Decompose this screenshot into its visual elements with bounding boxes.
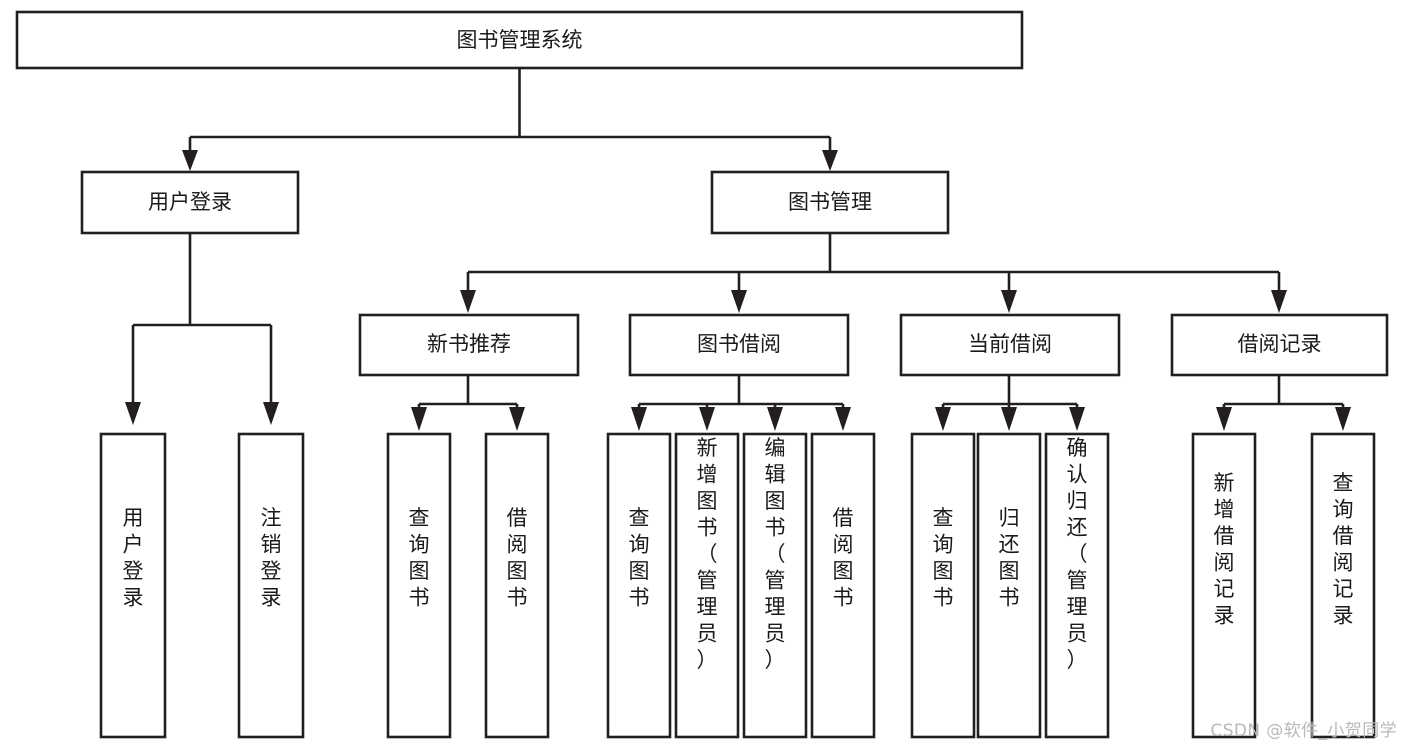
- node-new-book-rec-label: 新书推荐: [427, 332, 511, 356]
- node-leaf-query-book-3[interactable]: 查询图书: [910, 432, 976, 739]
- arrowhead-leaf-user-login: [125, 402, 141, 425]
- arrowhead-leaf-add-book: [699, 407, 715, 431]
- arrowhead-leaf-borrow-book-1: [509, 407, 525, 431]
- node-leaf-borrow-book-2-label: 借阅图书: [833, 506, 854, 610]
- node-leaf-borrow-book-1-label: 借阅图书: [507, 506, 528, 610]
- node-leaf-edit-book-box[interactable]: [742, 432, 808, 739]
- node-leaf-return-book-label: 归还图书: [999, 506, 1020, 610]
- node-leaf-borrow-book-2-box[interactable]: [810, 432, 876, 739]
- arrowhead-leaf-user-logout: [263, 402, 279, 425]
- node-leaf-query-record-box[interactable]: [1310, 432, 1376, 739]
- node-leaf-query-record[interactable]: 查询借阅记录: [1310, 432, 1376, 739]
- arrowhead-new-book-rec: [460, 290, 476, 313]
- arrowhead-book-borrow: [731, 290, 747, 313]
- node-leaf-return-book[interactable]: 归还图书: [976, 432, 1042, 739]
- arrowhead-leaf-edit-book: [767, 407, 783, 431]
- node-leaf-user-login[interactable]: 用户登录: [99, 432, 167, 739]
- arrowhead-current-borrow: [1001, 290, 1017, 313]
- node-leaf-query-book-1-label: 查询图书: [409, 506, 430, 610]
- node-current-borrow[interactable]: 当前借阅: [899, 313, 1121, 377]
- node-borrow-record-label: 借阅记录: [1238, 332, 1322, 356]
- node-leaf-add-record-box[interactable]: [1191, 432, 1257, 739]
- arrowhead-book-manage: [822, 150, 838, 171]
- node-leaf-return-book-box[interactable]: [976, 432, 1042, 739]
- node-new-book-rec-box[interactable]: [358, 313, 580, 377]
- arrowhead-leaf-confirm-return: [1069, 407, 1085, 431]
- arrowhead-leaf-borrow-book-2: [835, 407, 851, 431]
- node-leaf-query-book-2-label: 查询图书: [629, 506, 650, 610]
- node-root[interactable]: 图书管理系统: [15, 10, 1024, 70]
- node-current-borrow-box[interactable]: [899, 313, 1121, 377]
- arrowhead-leaf-return-book: [1001, 407, 1017, 431]
- arrowhead-leaf-query-record: [1335, 407, 1351, 431]
- node-leaf-query-book-3-label: 查询图书: [933, 506, 954, 610]
- node-user-login[interactable]: 用户登录: [80, 170, 300, 235]
- node-leaf-query-book-2-box[interactable]: [606, 432, 672, 739]
- node-leaf-user-logout-box[interactable]: [237, 432, 305, 739]
- node-leaf-confirm-return-box[interactable]: [1044, 432, 1110, 739]
- node-leaf-add-book-box[interactable]: [674, 432, 740, 739]
- csdn-watermark: CSDN @软件_小贺同学: [1210, 721, 1397, 741]
- node-leaf-add-record[interactable]: 新增借阅记录: [1191, 432, 1257, 739]
- node-book-manage-box[interactable]: [710, 170, 950, 235]
- node-leaf-borrow-book-1-box[interactable]: [484, 432, 550, 739]
- node-leaf-query-book-2[interactable]: 查询图书: [606, 432, 672, 739]
- node-leaf-user-logout-label: 注销登录: [261, 506, 282, 610]
- arrowhead-leaf-query-book-1: [411, 407, 427, 431]
- node-leaf-add-book-label: 新增图书（管理员）: [697, 436, 718, 672]
- arrowhead-leaf-add-record: [1216, 407, 1232, 431]
- node-leaf-user-login-box[interactable]: [99, 432, 167, 739]
- arrowhead-leaf-query-book-2: [631, 407, 647, 431]
- node-leaf-query-record-label: 查询借阅记录: [1333, 471, 1354, 628]
- node-root-label: 图书管理系统: [457, 28, 583, 52]
- node-user-login-box[interactable]: [80, 170, 300, 235]
- node-leaf-confirm-return-label: 确认归还（管理员）: [1067, 436, 1088, 672]
- node-new-book-rec[interactable]: 新书推荐: [358, 313, 580, 377]
- node-borrow-record[interactable]: 借阅记录: [1170, 313, 1389, 377]
- node-book-borrow-label: 图书借阅: [697, 332, 781, 356]
- node-leaf-user-login-label: 用户登录: [123, 506, 144, 610]
- node-root-box[interactable]: [15, 10, 1024, 70]
- node-leaf-query-book-3-box[interactable]: [910, 432, 976, 739]
- node-leaf-edit-book-label: 编辑图书（管理员）: [765, 436, 786, 672]
- arrowhead-borrow-record: [1271, 290, 1287, 313]
- node-borrow-record-box[interactable]: [1170, 313, 1389, 377]
- node-leaf-add-book[interactable]: 新增图书（管理员）: [674, 432, 740, 739]
- node-leaf-query-book-1[interactable]: 查询图书: [386, 432, 452, 739]
- node-book-borrow[interactable]: 图书借阅: [628, 313, 850, 377]
- arrowhead-leaf-query-book-3: [935, 407, 951, 431]
- node-book-manage[interactable]: 图书管理: [710, 170, 950, 235]
- node-leaf-user-logout[interactable]: 注销登录: [237, 432, 305, 739]
- node-leaf-borrow-book-1[interactable]: 借阅图书: [484, 432, 550, 739]
- node-current-borrow-label: 当前借阅: [968, 332, 1052, 356]
- node-leaf-add-record-label: 新增借阅记录: [1214, 471, 1235, 628]
- node-user-login-label: 用户登录: [148, 190, 232, 214]
- node-book-manage-label: 图书管理: [788, 190, 872, 214]
- node-book-borrow-box[interactable]: [628, 313, 850, 377]
- node-leaf-confirm-return[interactable]: 确认归还（管理员）: [1044, 432, 1110, 739]
- node-leaf-query-book-1-box[interactable]: [386, 432, 452, 739]
- node-leaf-borrow-book-2[interactable]: 借阅图书: [810, 432, 876, 739]
- edges-layer: [125, 68, 1351, 431]
- node-leaf-edit-book[interactable]: 编辑图书（管理员）: [742, 432, 808, 739]
- arrowhead-user-login: [182, 150, 198, 171]
